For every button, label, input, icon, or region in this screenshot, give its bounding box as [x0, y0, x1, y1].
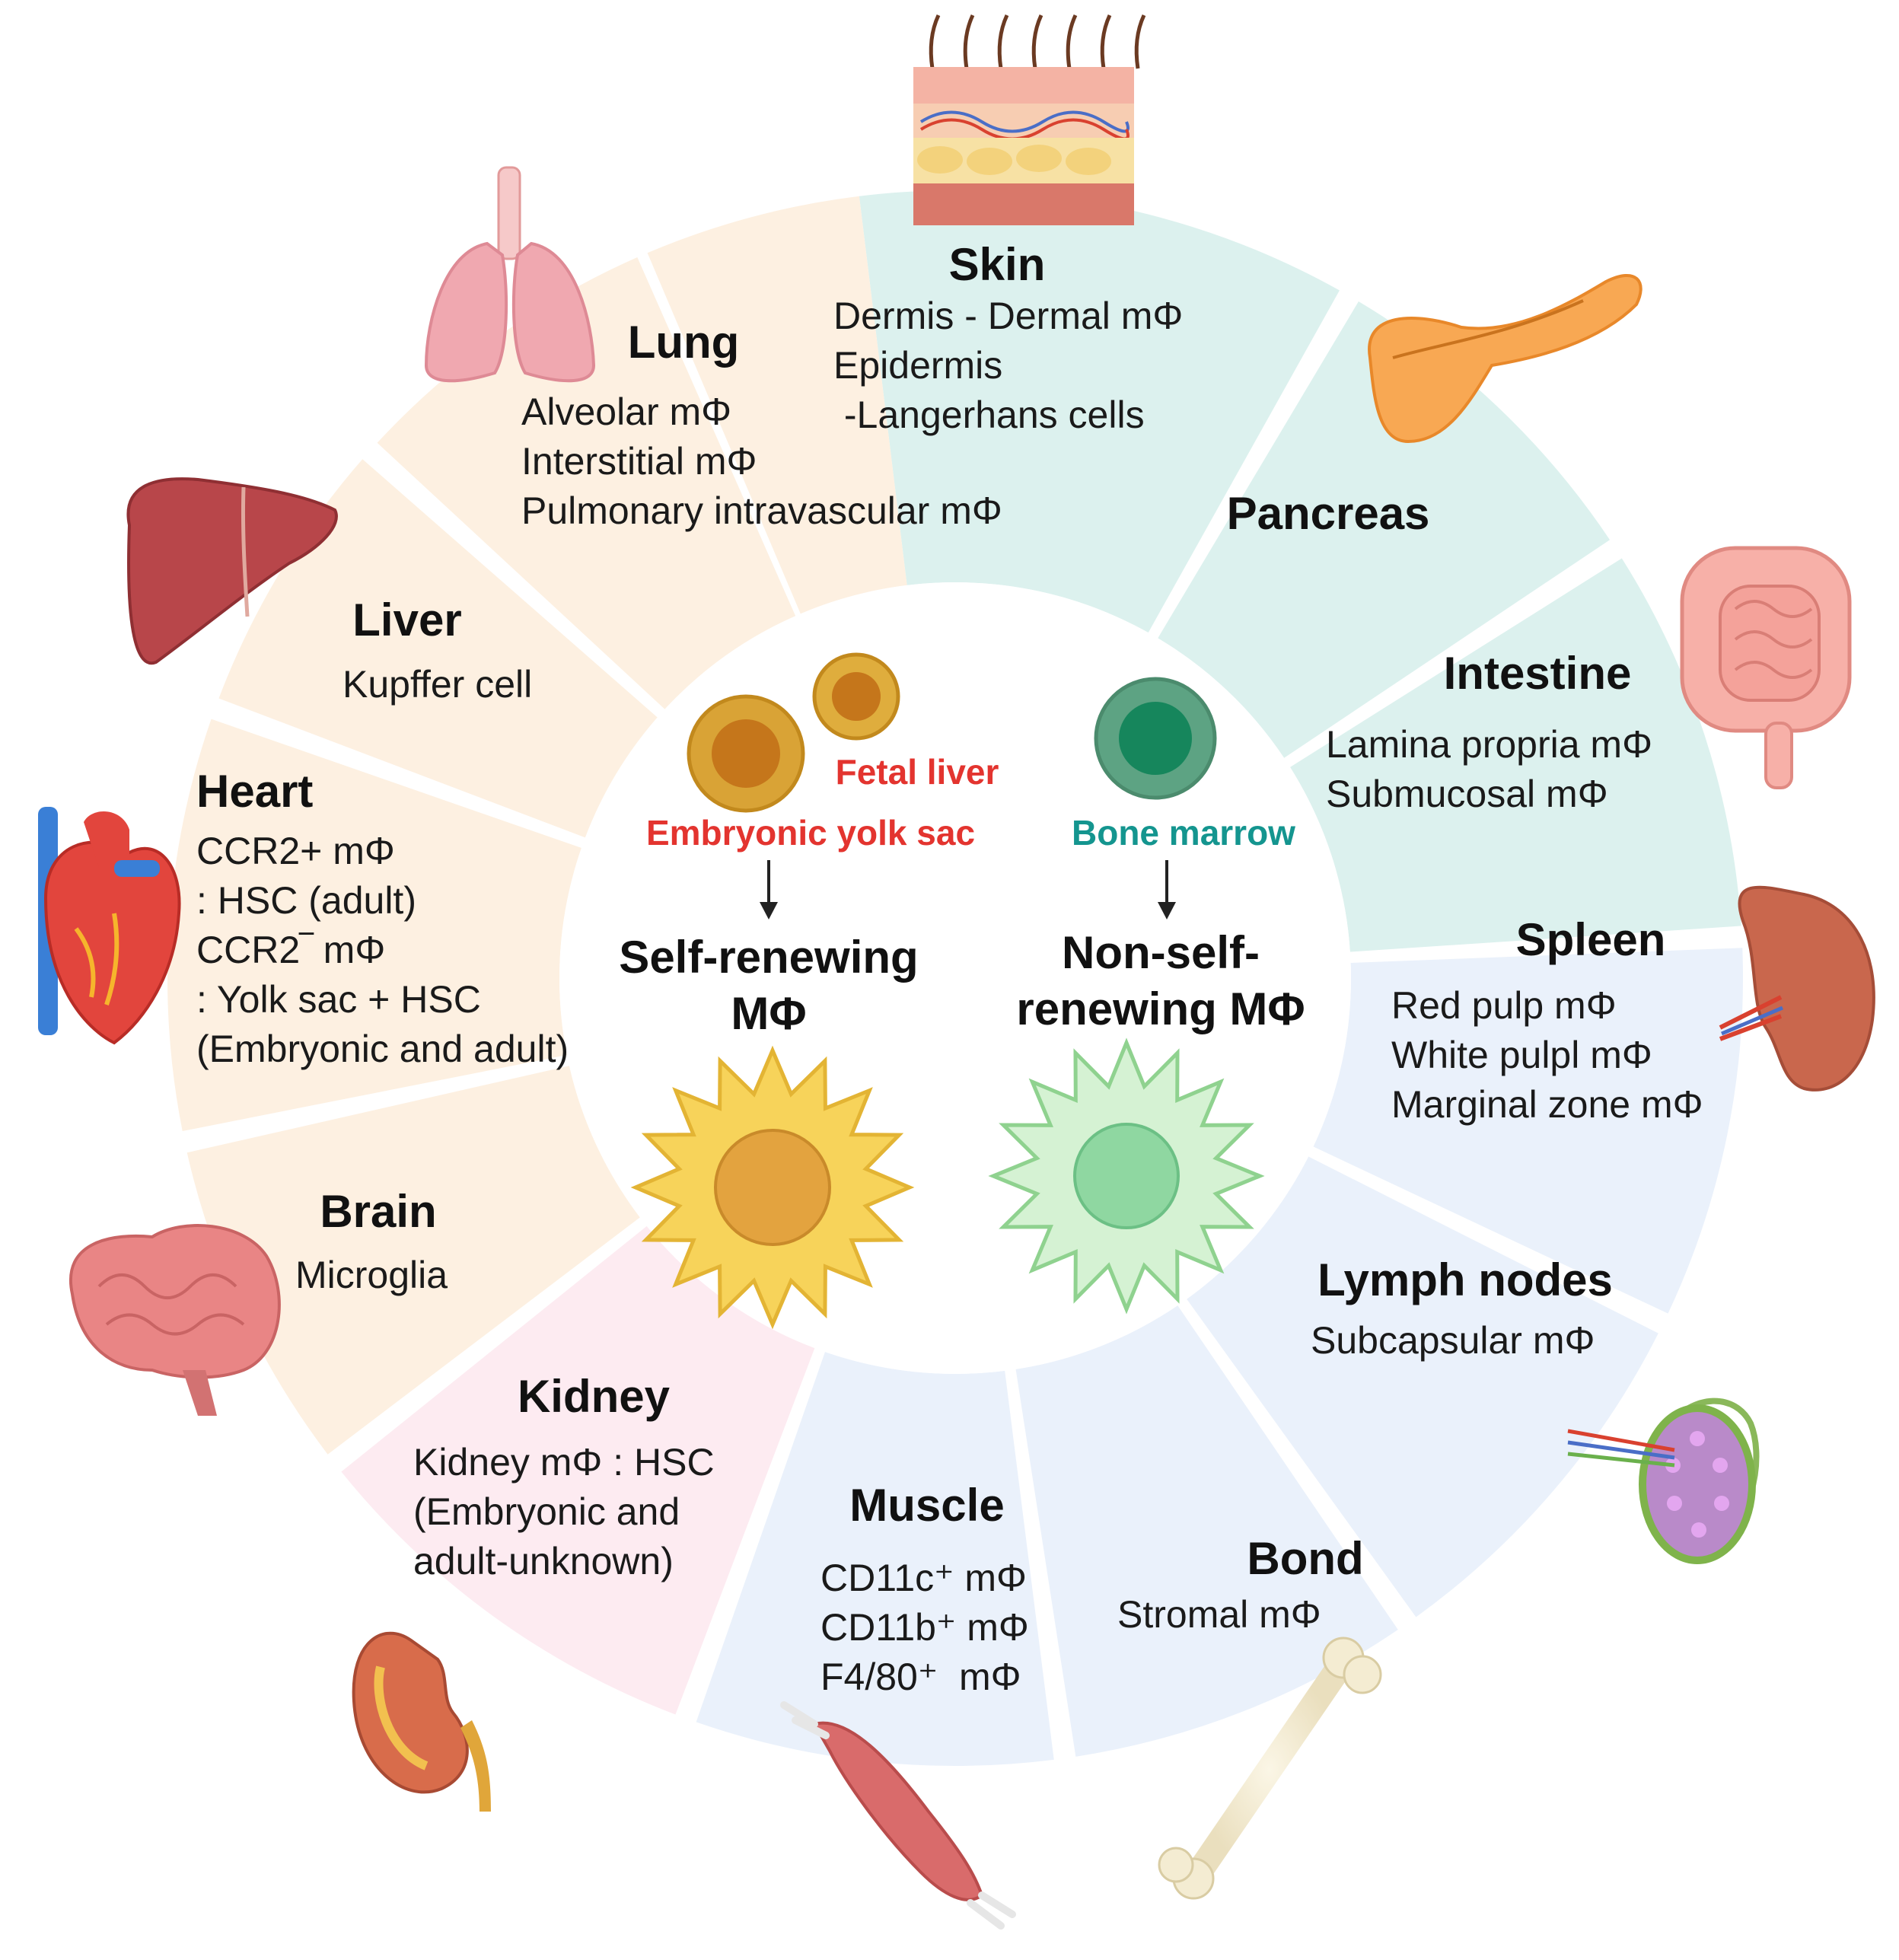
spleen-title: Spleen — [1516, 914, 1666, 965]
liver-line: Kupffer cell — [343, 663, 532, 706]
intestine-icon — [1680, 546, 1852, 789]
muscle-line: CD11c⁺ mΦ — [820, 1557, 1027, 1599]
brain-line: Microglia — [295, 1254, 448, 1296]
lung-line: Interstitial mΦ — [521, 440, 757, 483]
pancreas-title: Pancreas — [1227, 488, 1430, 539]
ring-sector-pancreas — [1158, 301, 1611, 758]
ring-sector-brain — [186, 1066, 640, 1455]
ring-sector-heart — [167, 719, 581, 1132]
organ-ring — [167, 190, 1743, 1766]
brain-title: Brain — [320, 1186, 436, 1237]
fetal-liver-label: Fetal liver — [836, 752, 999, 792]
spleen-line: White pulpl mΦ — [1391, 1034, 1652, 1076]
pancreas-icon — [1368, 273, 1643, 444]
spleen-icon — [1719, 885, 1875, 1092]
heart-line: : HSC (adult) — [196, 879, 416, 922]
yolk-sac-cell-icon — [687, 694, 805, 813]
yolk-sac-label: Embryonic yolk sac — [646, 813, 975, 853]
bond-line: Stromal mΦ — [1117, 1593, 1321, 1636]
non-self-renewing-mphi: renewing MΦ — [1016, 983, 1305, 1034]
intestine-title: Intestine — [1444, 648, 1632, 699]
skin-line: Dermis - Dermal mΦ — [833, 295, 1183, 337]
bone-marrow-cell-icon — [1094, 677, 1217, 800]
kidney-line: adult-unknown) — [413, 1540, 674, 1582]
skin-line: -Langerhans cells — [833, 394, 1145, 436]
ring-sector-skin — [859, 190, 1340, 633]
lung-line: Alveolar mΦ — [521, 390, 731, 433]
kidney-line: Kidney mΦ : HSC — [413, 1441, 715, 1484]
heart-icon — [38, 807, 181, 1045]
skin-title: Skin — [949, 239, 1046, 290]
ring-sector-intestine — [1290, 558, 1741, 952]
lymph-title: Lymph nodes — [1318, 1254, 1613, 1305]
muscle-line: F4/80⁺ mΦ — [820, 1656, 1021, 1698]
ring-sector-muscle — [696, 1352, 1054, 1766]
heart-title: Heart — [196, 766, 313, 817]
ring-sector-kidney — [341, 1225, 815, 1715]
brain-icon — [69, 1224, 281, 1416]
bone-marrow-label: Bone marrow — [1072, 813, 1295, 853]
skin-layers-icon — [913, 14, 1146, 225]
self-renewing-title: Self-renewing — [619, 932, 918, 983]
intestine-line: Lamina propria mΦ — [1326, 723, 1652, 766]
ring-sector-skin — [647, 196, 907, 614]
spleen-line: Red pulp mΦ — [1391, 984, 1617, 1027]
liver-icon — [126, 477, 338, 665]
muscle-line: CD11b⁺ mΦ — [820, 1606, 1029, 1649]
lymph-node-icon — [1567, 1397, 1760, 1564]
fetal-liver-cell-icon — [812, 652, 900, 741]
lung-line: Pulmonary intravascular mΦ — [521, 489, 1002, 532]
spleen-line: Marginal zone mΦ — [1391, 1083, 1703, 1126]
ring-sector-bond — [1015, 1305, 1398, 1757]
non-self-renewing-macrophage-icon — [988, 1037, 1265, 1315]
bone-icon — [1158, 1637, 1382, 1900]
ring-sector-lymph — [1187, 1156, 1658, 1617]
arrow-down-icon — [760, 860, 778, 919]
muscle-title: Muscle — [849, 1480, 1004, 1531]
heart-line: (Embryonic and adult) — [196, 1028, 569, 1070]
skin-line: Epidermis — [833, 344, 1002, 387]
intestine-line: Submucosal mΦ — [1326, 773, 1608, 815]
self-renewing-macrophage-icon — [630, 1045, 915, 1330]
lymph-line: Subcapsular mΦ — [1311, 1319, 1595, 1362]
heart-line: CCR2+ mΦ — [196, 830, 395, 872]
liver-title: Liver — [352, 594, 461, 645]
self-renewing-mphi: MΦ — [731, 988, 806, 1039]
arrow-down-icon — [1158, 860, 1176, 919]
ring-sector-liver — [218, 459, 658, 838]
bond-title: Bond — [1247, 1533, 1363, 1584]
muscle-icon — [780, 1701, 1016, 1930]
kidney-line: (Embryonic and — [413, 1490, 680, 1533]
lungs-icon — [424, 166, 596, 383]
heart-line: : Yolk sac + HSC — [196, 978, 481, 1021]
kidney-title: Kidney — [518, 1371, 671, 1422]
kidney-icon — [352, 1631, 491, 1812]
non-self-renewing-title: Non-self- — [1062, 927, 1260, 978]
heart-line: CCR2‾ mΦ — [196, 929, 385, 971]
ring-sector-spleen — [1313, 948, 1743, 1314]
lung-title: Lung — [628, 317, 740, 368]
